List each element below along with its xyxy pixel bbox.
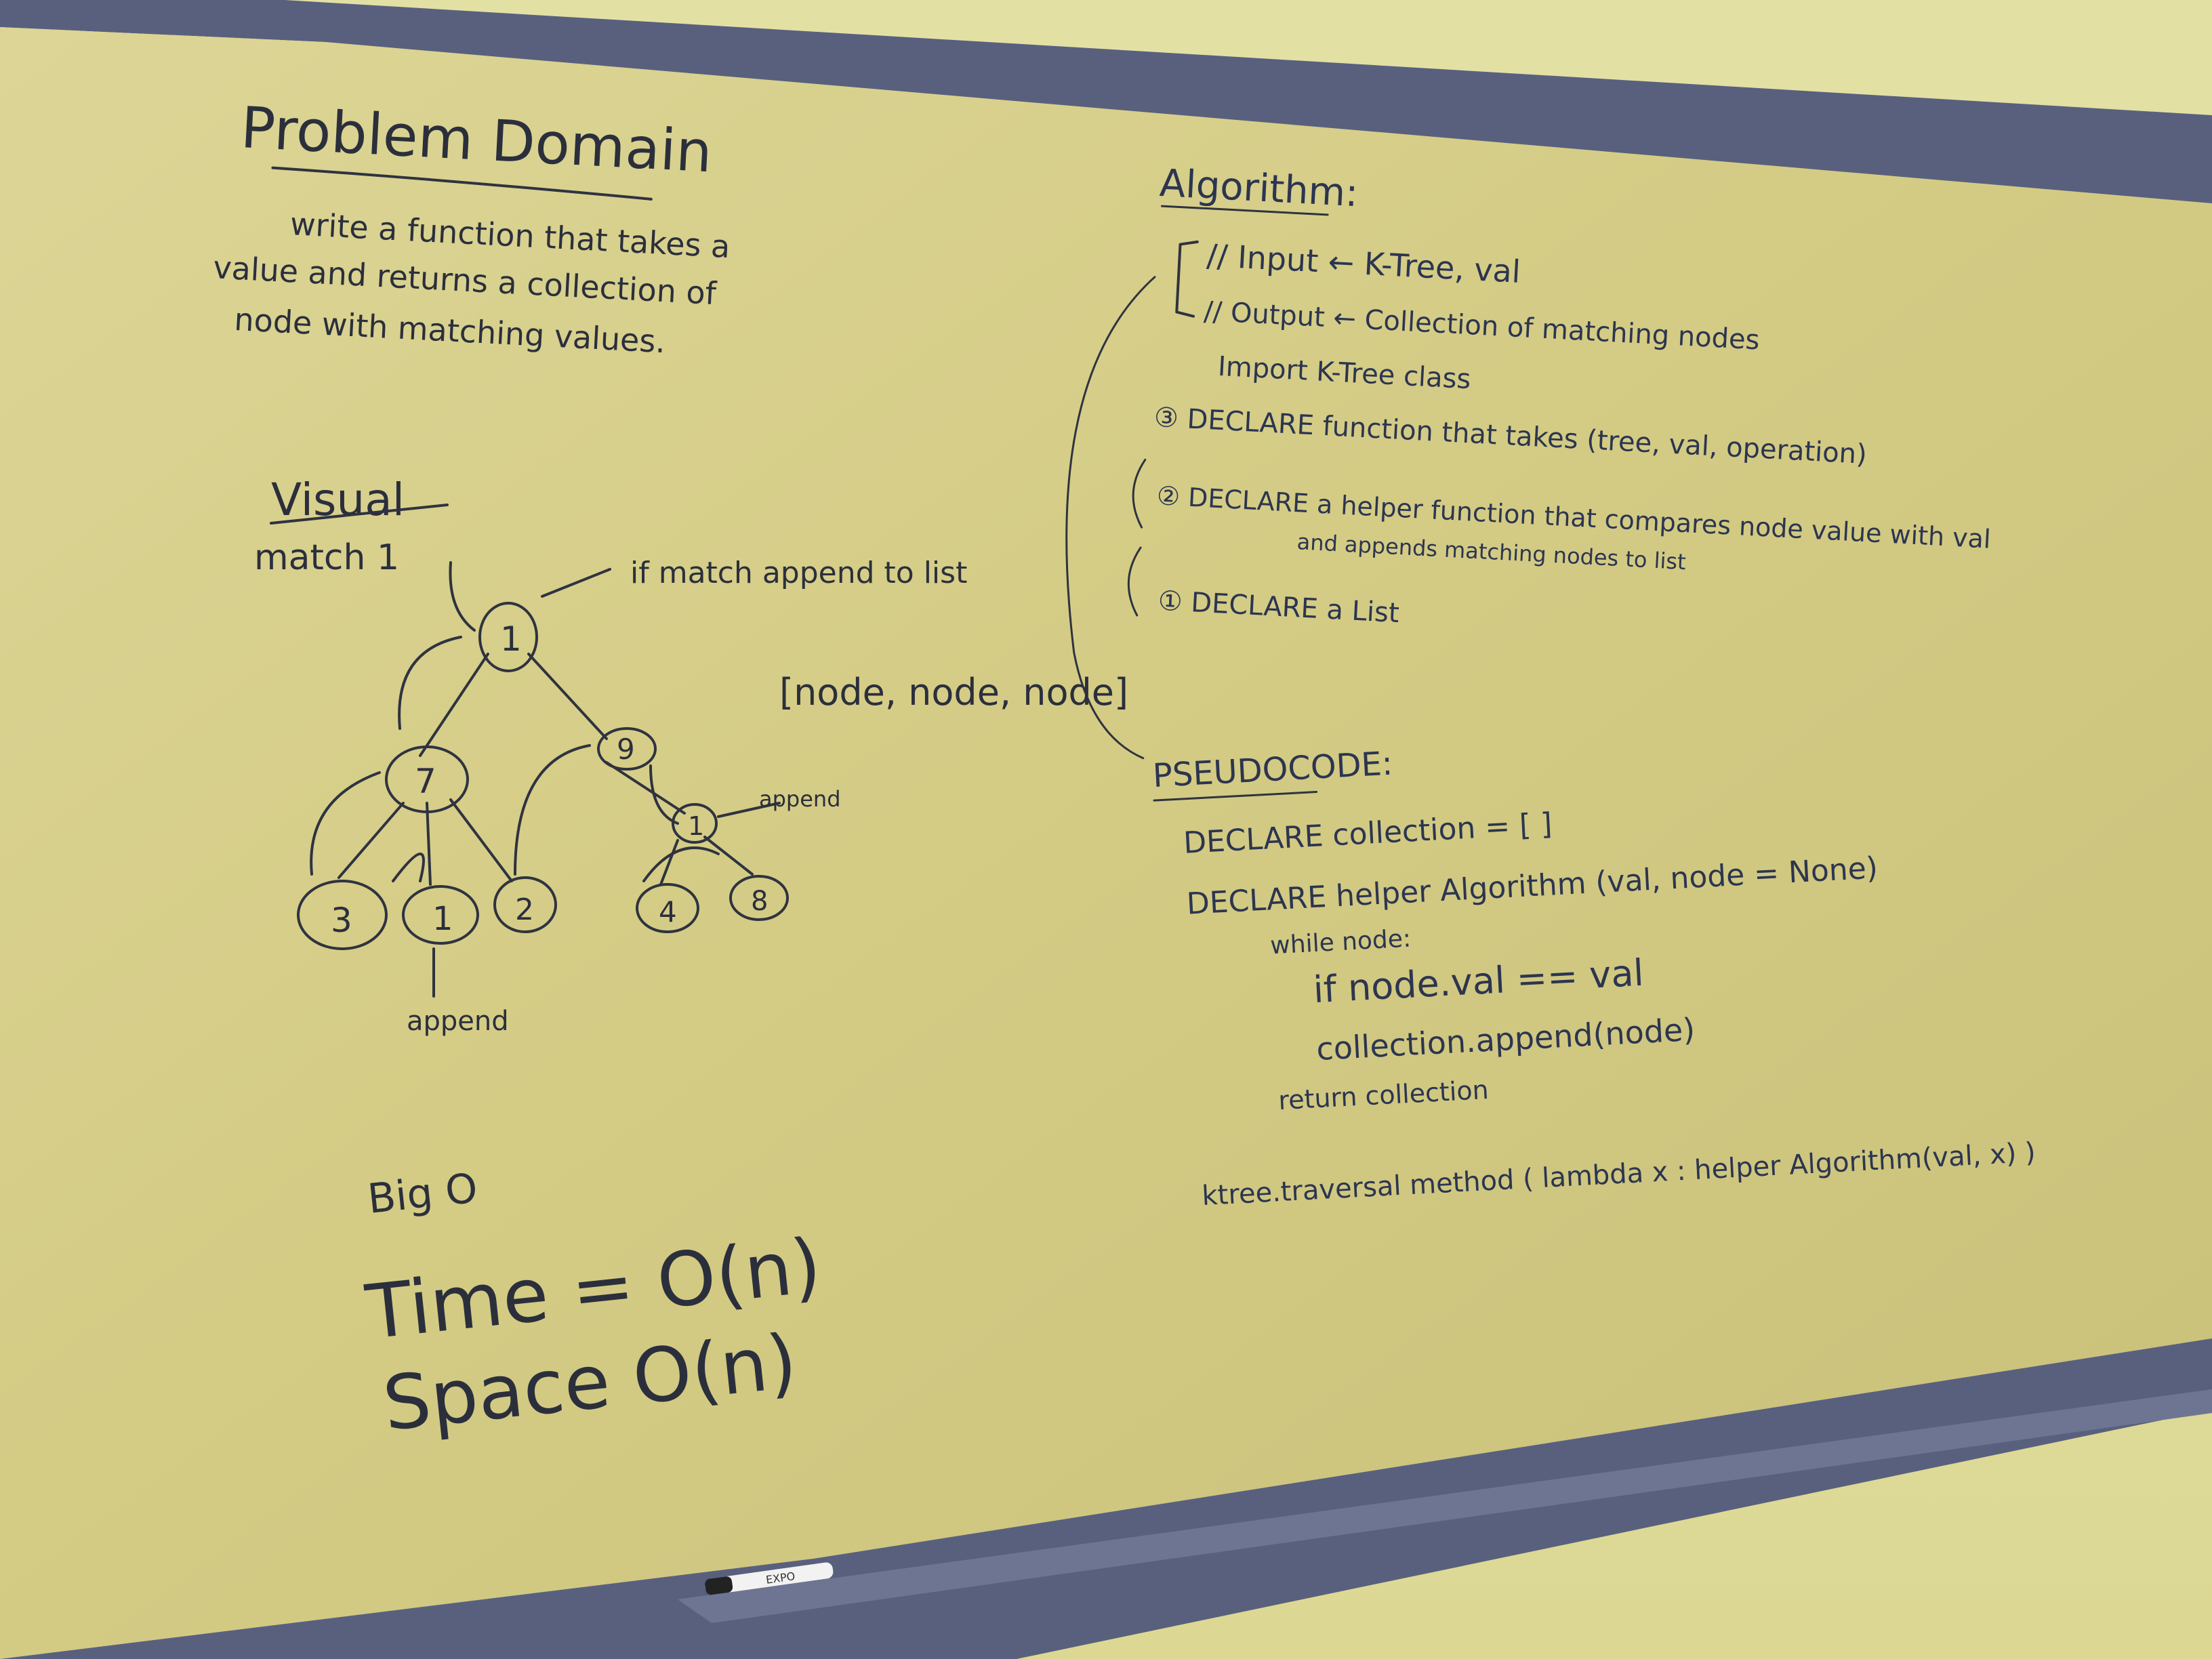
tree-node-root: 1 [478, 602, 538, 672]
tree-node-1-left-label: 1 [432, 900, 453, 938]
tree-node-8-label: 8 [751, 886, 768, 917]
visual-section: Visual match 1 if match append to list [… [254, 474, 1128, 1037]
tree-node-9: 9 [597, 727, 657, 771]
big-o-title: Big O [365, 1164, 480, 1223]
tree-node-1-right: 1 [672, 803, 718, 844]
tree-node-7-label: 7 [415, 762, 436, 801]
marker-tray [678, 1389, 2212, 1623]
tree-node-1-right-label: 1 [688, 811, 704, 841]
visual-annotation-top: if match append to list [630, 556, 967, 590]
tree-node-3: 3 [297, 880, 388, 950]
visual-subtitle: match 1 [254, 537, 399, 578]
visual-result-list: [node, node, node] [779, 671, 1128, 714]
tree-node-2-label: 2 [515, 893, 534, 927]
tree-node-4-label: 4 [659, 895, 677, 928]
algorithm-title: Algorithm: [1159, 161, 1359, 216]
tree-node-root-label: 1 [500, 619, 522, 659]
tree-node-3-label: 3 [331, 901, 352, 940]
board-surface [0, 27, 2212, 1659]
tree-node-1-left: 1 [402, 885, 479, 945]
tree-node-9-label: 9 [617, 733, 635, 766]
tree-node-8: 8 [729, 875, 789, 921]
tree-node-2: 2 [493, 876, 557, 933]
tree-node-7: 7 [385, 745, 469, 813]
append-label-right: append [759, 786, 841, 812]
append-label: append [407, 1006, 509, 1037]
tree-node-4: 4 [636, 883, 699, 933]
visual-title: Visual [271, 474, 405, 526]
board-frame-bottom [0, 1338, 2212, 1659]
tree-edges [310, 561, 781, 998]
marker: EXPO [705, 1562, 834, 1595]
